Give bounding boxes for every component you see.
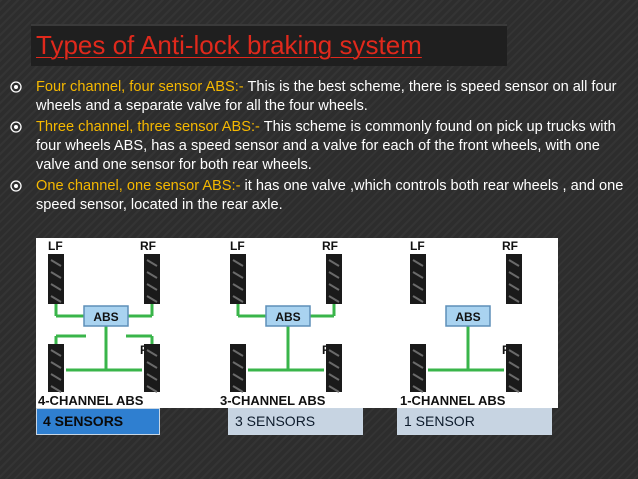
abs-module-label: ABS	[275, 310, 300, 324]
rear-right-tire	[144, 344, 160, 392]
rear-left-tire-tread	[50, 385, 62, 393]
rear-right-tire-tread	[146, 373, 158, 381]
rear-left-tire-tread	[232, 385, 244, 393]
front-right-tire-tread	[146, 295, 158, 303]
rear-right-tire-tread	[146, 385, 158, 393]
rear-right-tire-tread	[328, 385, 340, 393]
front-left-tire-tread	[50, 259, 62, 267]
front-right-tire-tread	[328, 295, 340, 303]
slide-title: Types of Anti-lock braking system	[36, 30, 422, 60]
front-left-tire-tread	[50, 271, 62, 279]
rear-left-tire-tread	[412, 361, 424, 369]
wheel-label-lf: LF	[48, 239, 63, 253]
rear-right-tire-tread	[328, 373, 340, 381]
front-right-tire-tread	[146, 283, 158, 291]
rear-right-tire-tread	[146, 361, 158, 369]
rear-right-tire-tread	[508, 361, 520, 369]
front-right-tire-tread	[328, 259, 340, 267]
front-right-tire-tread	[508, 295, 520, 303]
rear-left-tire-tread	[50, 373, 62, 381]
front-left-tire	[48, 254, 64, 304]
front-right-tire-tread	[508, 259, 520, 267]
bullet-lead: One channel, one sensor ABS:-	[36, 178, 241, 194]
front-right-tire	[506, 254, 522, 304]
rear-left-tire	[48, 344, 64, 392]
wheel-label-rf: RF	[502, 239, 518, 253]
front-left-tire-tread	[232, 295, 244, 303]
title-bar	[31, 24, 507, 66]
bullet-lead: Four channel, four sensor ABS:-	[36, 79, 244, 95]
front-left-tire-tread	[50, 283, 62, 291]
front-left-tire-tread	[232, 271, 244, 279]
label-4-sensors: 4 SENSORS	[36, 408, 160, 435]
bullet-text: it has one valve ,which controls both re…	[36, 178, 624, 213]
rear-right-tire	[326, 344, 342, 392]
abs-module-box	[445, 305, 491, 327]
front-right-tire-tread	[146, 271, 158, 279]
rear-left-tire-tread	[232, 349, 244, 357]
abs-diagram-svg: LFRFLRRRABS4-CHANNEL ABSLFRFLRRRABS3-CHA…	[38, 239, 522, 408]
front-left-tire	[230, 254, 246, 304]
front-left-tire-tread	[232, 259, 244, 267]
channel-caption: 3-CHANNEL ABS	[220, 393, 326, 408]
bullet-three-channel: Three channel, three sensor ABS:- This s…	[10, 118, 630, 175]
abs-module-box	[265, 305, 311, 327]
rear-right-tire-tread	[328, 349, 340, 357]
front-left-tire-tread	[412, 283, 424, 291]
abs-module-box	[83, 305, 129, 327]
rear-right-tire-tread	[508, 385, 520, 393]
rear-left-tire-tread	[412, 385, 424, 393]
wheel-label-lf: LF	[230, 239, 245, 253]
channel-caption: 1-CHANNEL ABS	[400, 393, 506, 408]
rear-left-tire-tread	[50, 349, 62, 357]
rear-left-tire	[230, 344, 246, 392]
label-1-sensor: 1 SENSOR	[397, 408, 552, 435]
front-left-tire	[410, 254, 426, 304]
rear-left-tire	[410, 344, 426, 392]
target-bullet-icon	[10, 81, 22, 93]
wheel-label-lf: LF	[410, 239, 425, 253]
rear-left-tire-tread	[50, 361, 62, 369]
abs-channel-diagram: LFRFLRRRABS4-CHANNEL ABSLFRFLRRRABS3-CHA…	[36, 238, 558, 408]
abs-module-label: ABS	[93, 310, 118, 324]
front-left-tire-tread	[50, 295, 62, 303]
bullet-lead: Three channel, three sensor ABS:-	[36, 119, 260, 135]
target-bullet-icon	[10, 121, 22, 133]
front-right-tire-tread	[508, 283, 520, 291]
front-left-tire-tread	[412, 271, 424, 279]
front-right-tire-tread	[508, 271, 520, 279]
rear-right-tire-tread	[146, 349, 158, 357]
bullet-text: This is the best scheme, there is speed …	[36, 79, 617, 114]
wheel-label-rf: RF	[140, 239, 156, 253]
front-left-tire-tread	[412, 259, 424, 267]
front-right-tire-tread	[328, 283, 340, 291]
rear-right-tire	[506, 344, 522, 392]
rear-left-tire-tread	[412, 349, 424, 357]
channel-caption: 4-CHANNEL ABS	[38, 393, 144, 408]
bullet-one-channel: One channel, one sensor ABS:- it has one…	[10, 177, 630, 215]
bullet-four-channel: Four channel, four sensor ABS:- This is …	[10, 78, 630, 116]
front-left-tire-tread	[232, 283, 244, 291]
front-right-tire-tread	[328, 271, 340, 279]
target-bullet-icon	[10, 180, 22, 192]
rear-left-tire-tread	[232, 373, 244, 381]
rear-left-tire-tread	[412, 373, 424, 381]
abs-module-label: ABS	[455, 310, 480, 324]
rear-left-tire-tread	[232, 361, 244, 369]
rear-right-tire-tread	[508, 349, 520, 357]
front-right-tire	[144, 254, 160, 304]
wheel-label-rf: RF	[322, 239, 338, 253]
bullet-list: Four channel, four sensor ABS:- This is …	[10, 78, 630, 217]
front-right-tire	[326, 254, 342, 304]
front-right-tire-tread	[146, 259, 158, 267]
rear-right-tire-tread	[508, 373, 520, 381]
bullet-text: This scheme is commonly found on pick up…	[36, 119, 616, 173]
label-3-sensors: 3 SENSORS	[228, 408, 363, 435]
front-left-tire-tread	[412, 295, 424, 303]
rear-right-tire-tread	[328, 361, 340, 369]
